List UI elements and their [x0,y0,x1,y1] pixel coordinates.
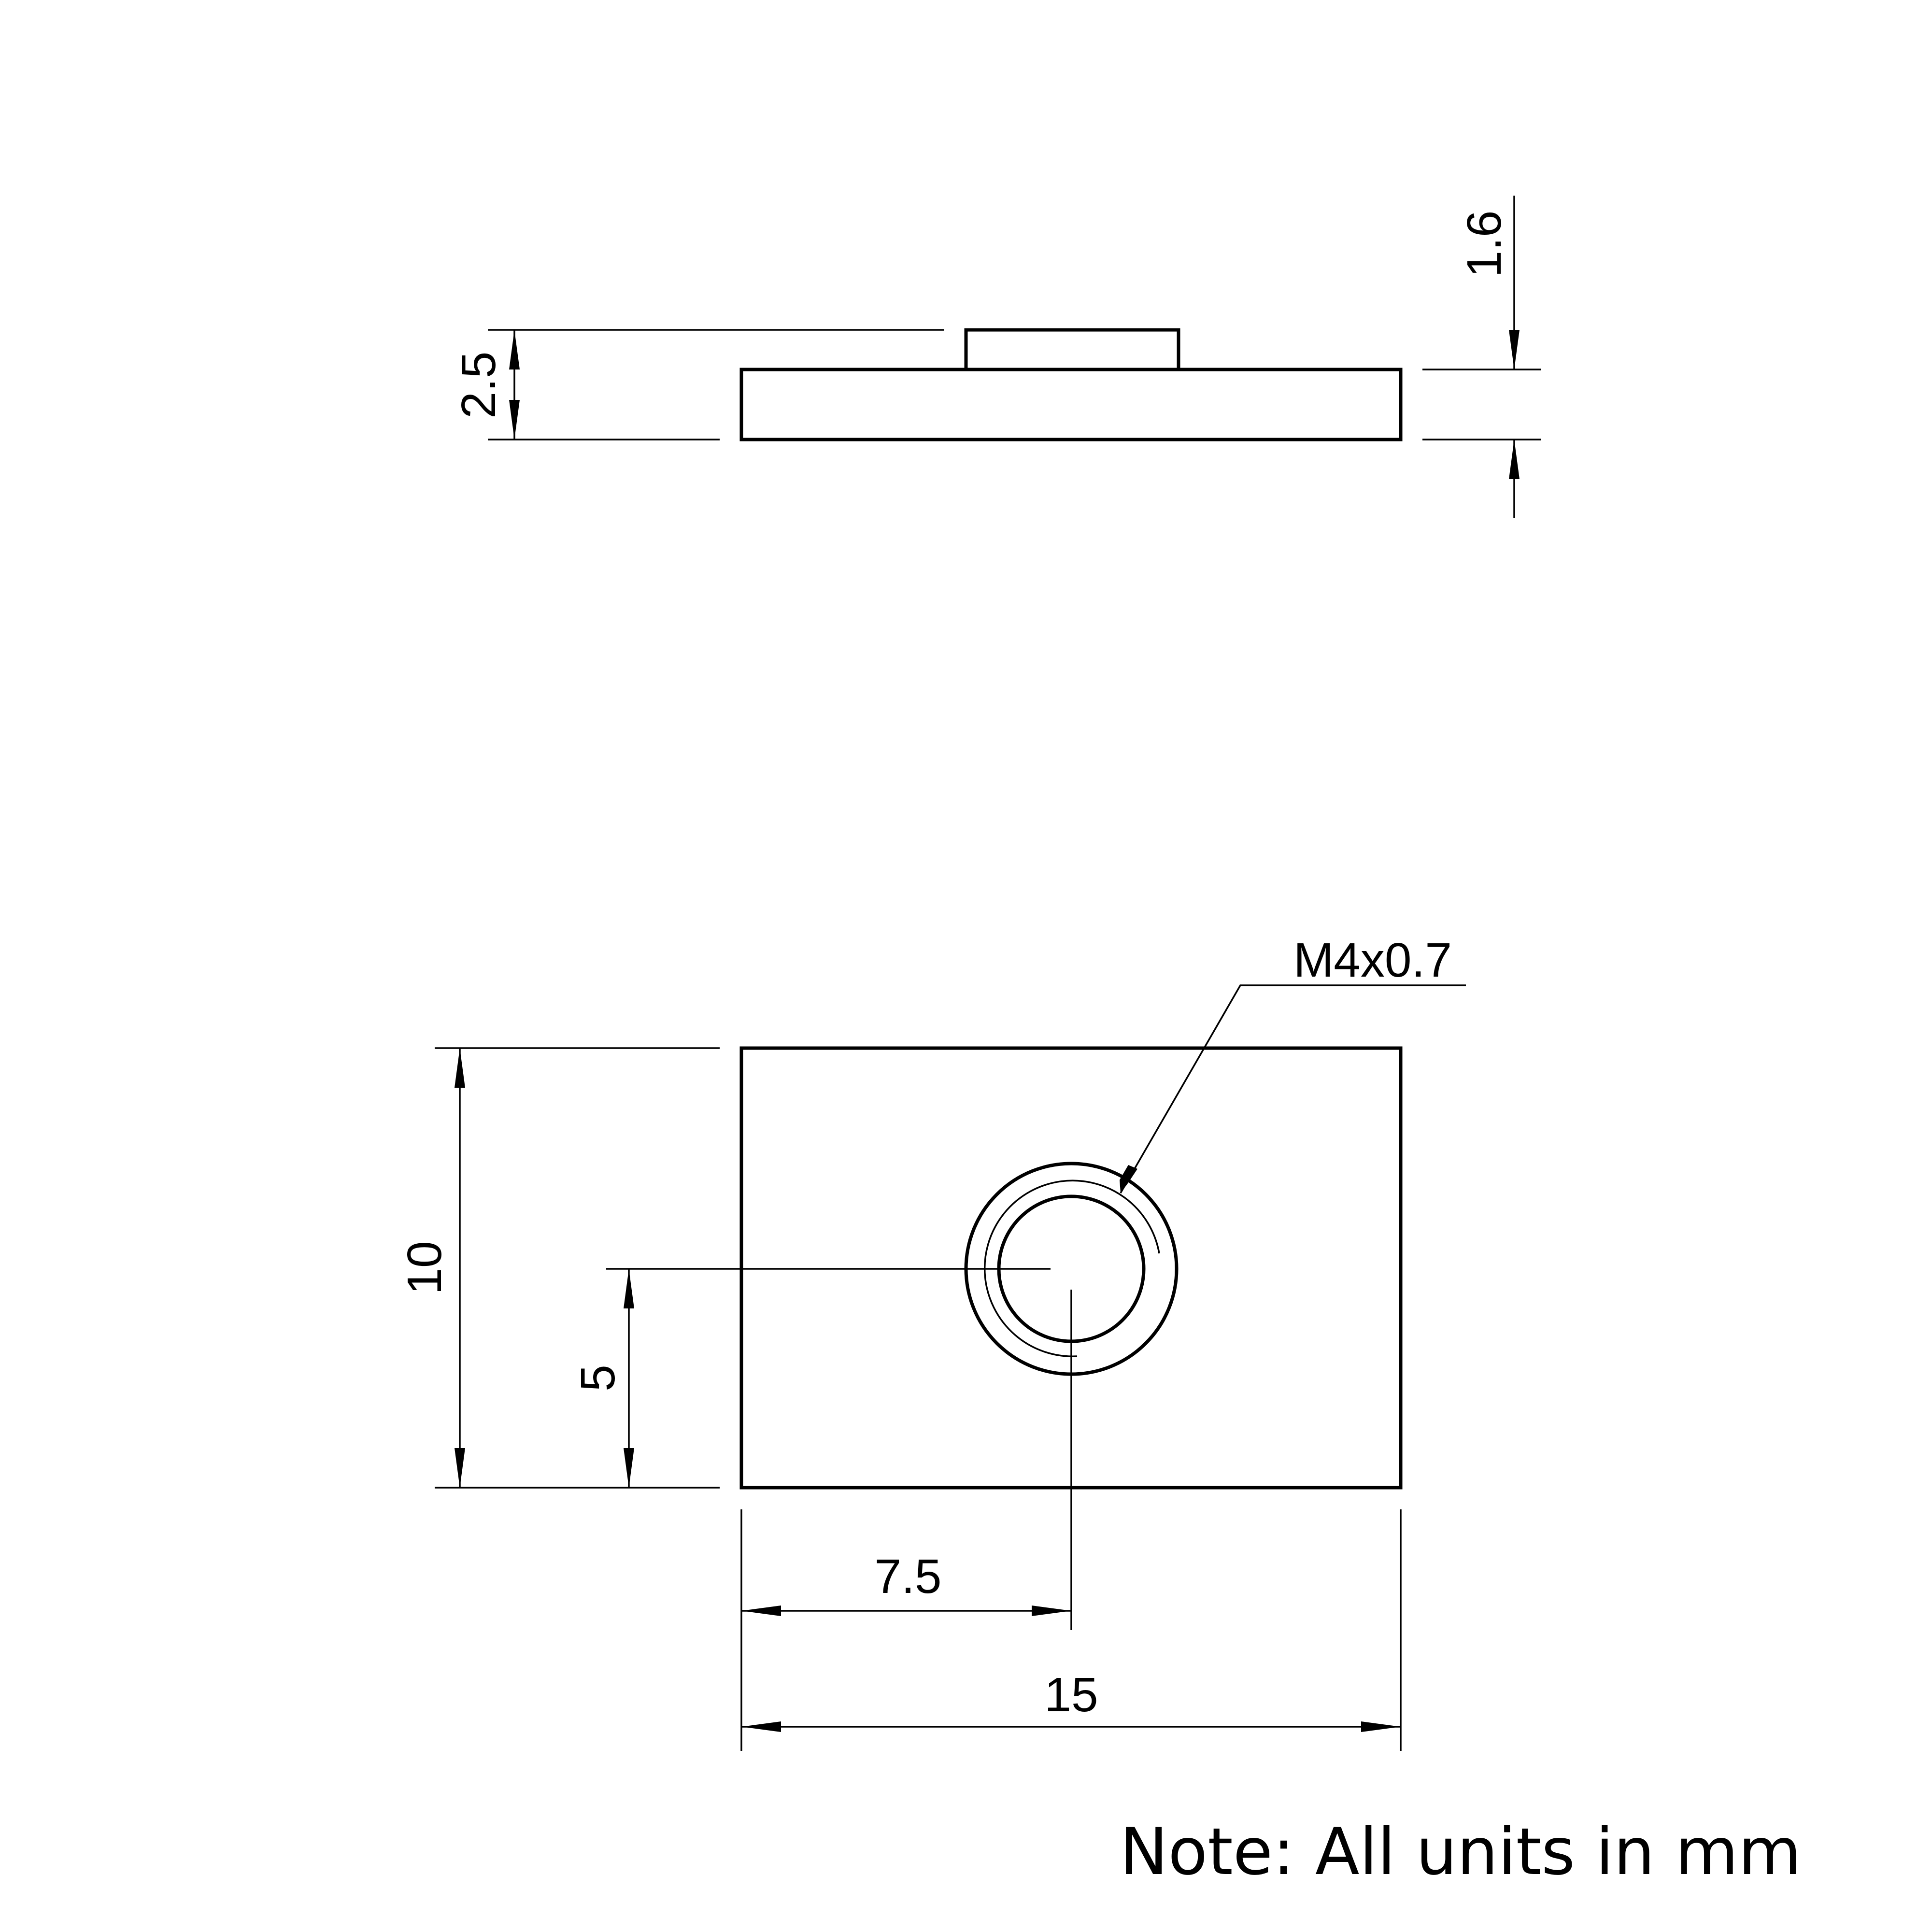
arrowhead [741,1605,781,1616]
thread-label: M4x0.7 [1293,933,1452,987]
arrowhead [1120,1165,1137,1193]
arrowhead [1032,1605,1071,1616]
dimension-label-width: 15 [1044,1668,1098,1722]
arrowhead [455,1448,465,1488]
arrowhead [624,1269,634,1308]
arrowhead [741,1721,781,1732]
side-view-plate [739,368,1403,441]
arrowhead [1361,1721,1401,1732]
arrowhead [509,400,520,440]
side-view: 2.5 1.6 [452,196,1541,518]
dimension-label-plate-thickness: 1.6 [1457,210,1511,277]
thread-leader-line [1120,984,1466,1193]
side-view-boss [964,328,1180,371]
dimension-label-hole-x: 7.5 [874,1549,941,1604]
arrowhead [455,1048,465,1088]
dimension-label-height: 10 [398,1241,452,1294]
top-view: M4x0.7 10 5 7.5 15 [398,933,1466,1751]
arrowhead [509,330,520,369]
arrowhead [1509,330,1520,369]
dimension-label-total-height: 2.5 [452,351,506,418]
units-note: Note: All units in mm [1120,1814,1802,1889]
dimension-label-hole-y: 5 [571,1364,625,1392]
arrowhead [1509,440,1520,479]
arrowhead [624,1448,634,1488]
thread-arc [984,1179,1160,1357]
